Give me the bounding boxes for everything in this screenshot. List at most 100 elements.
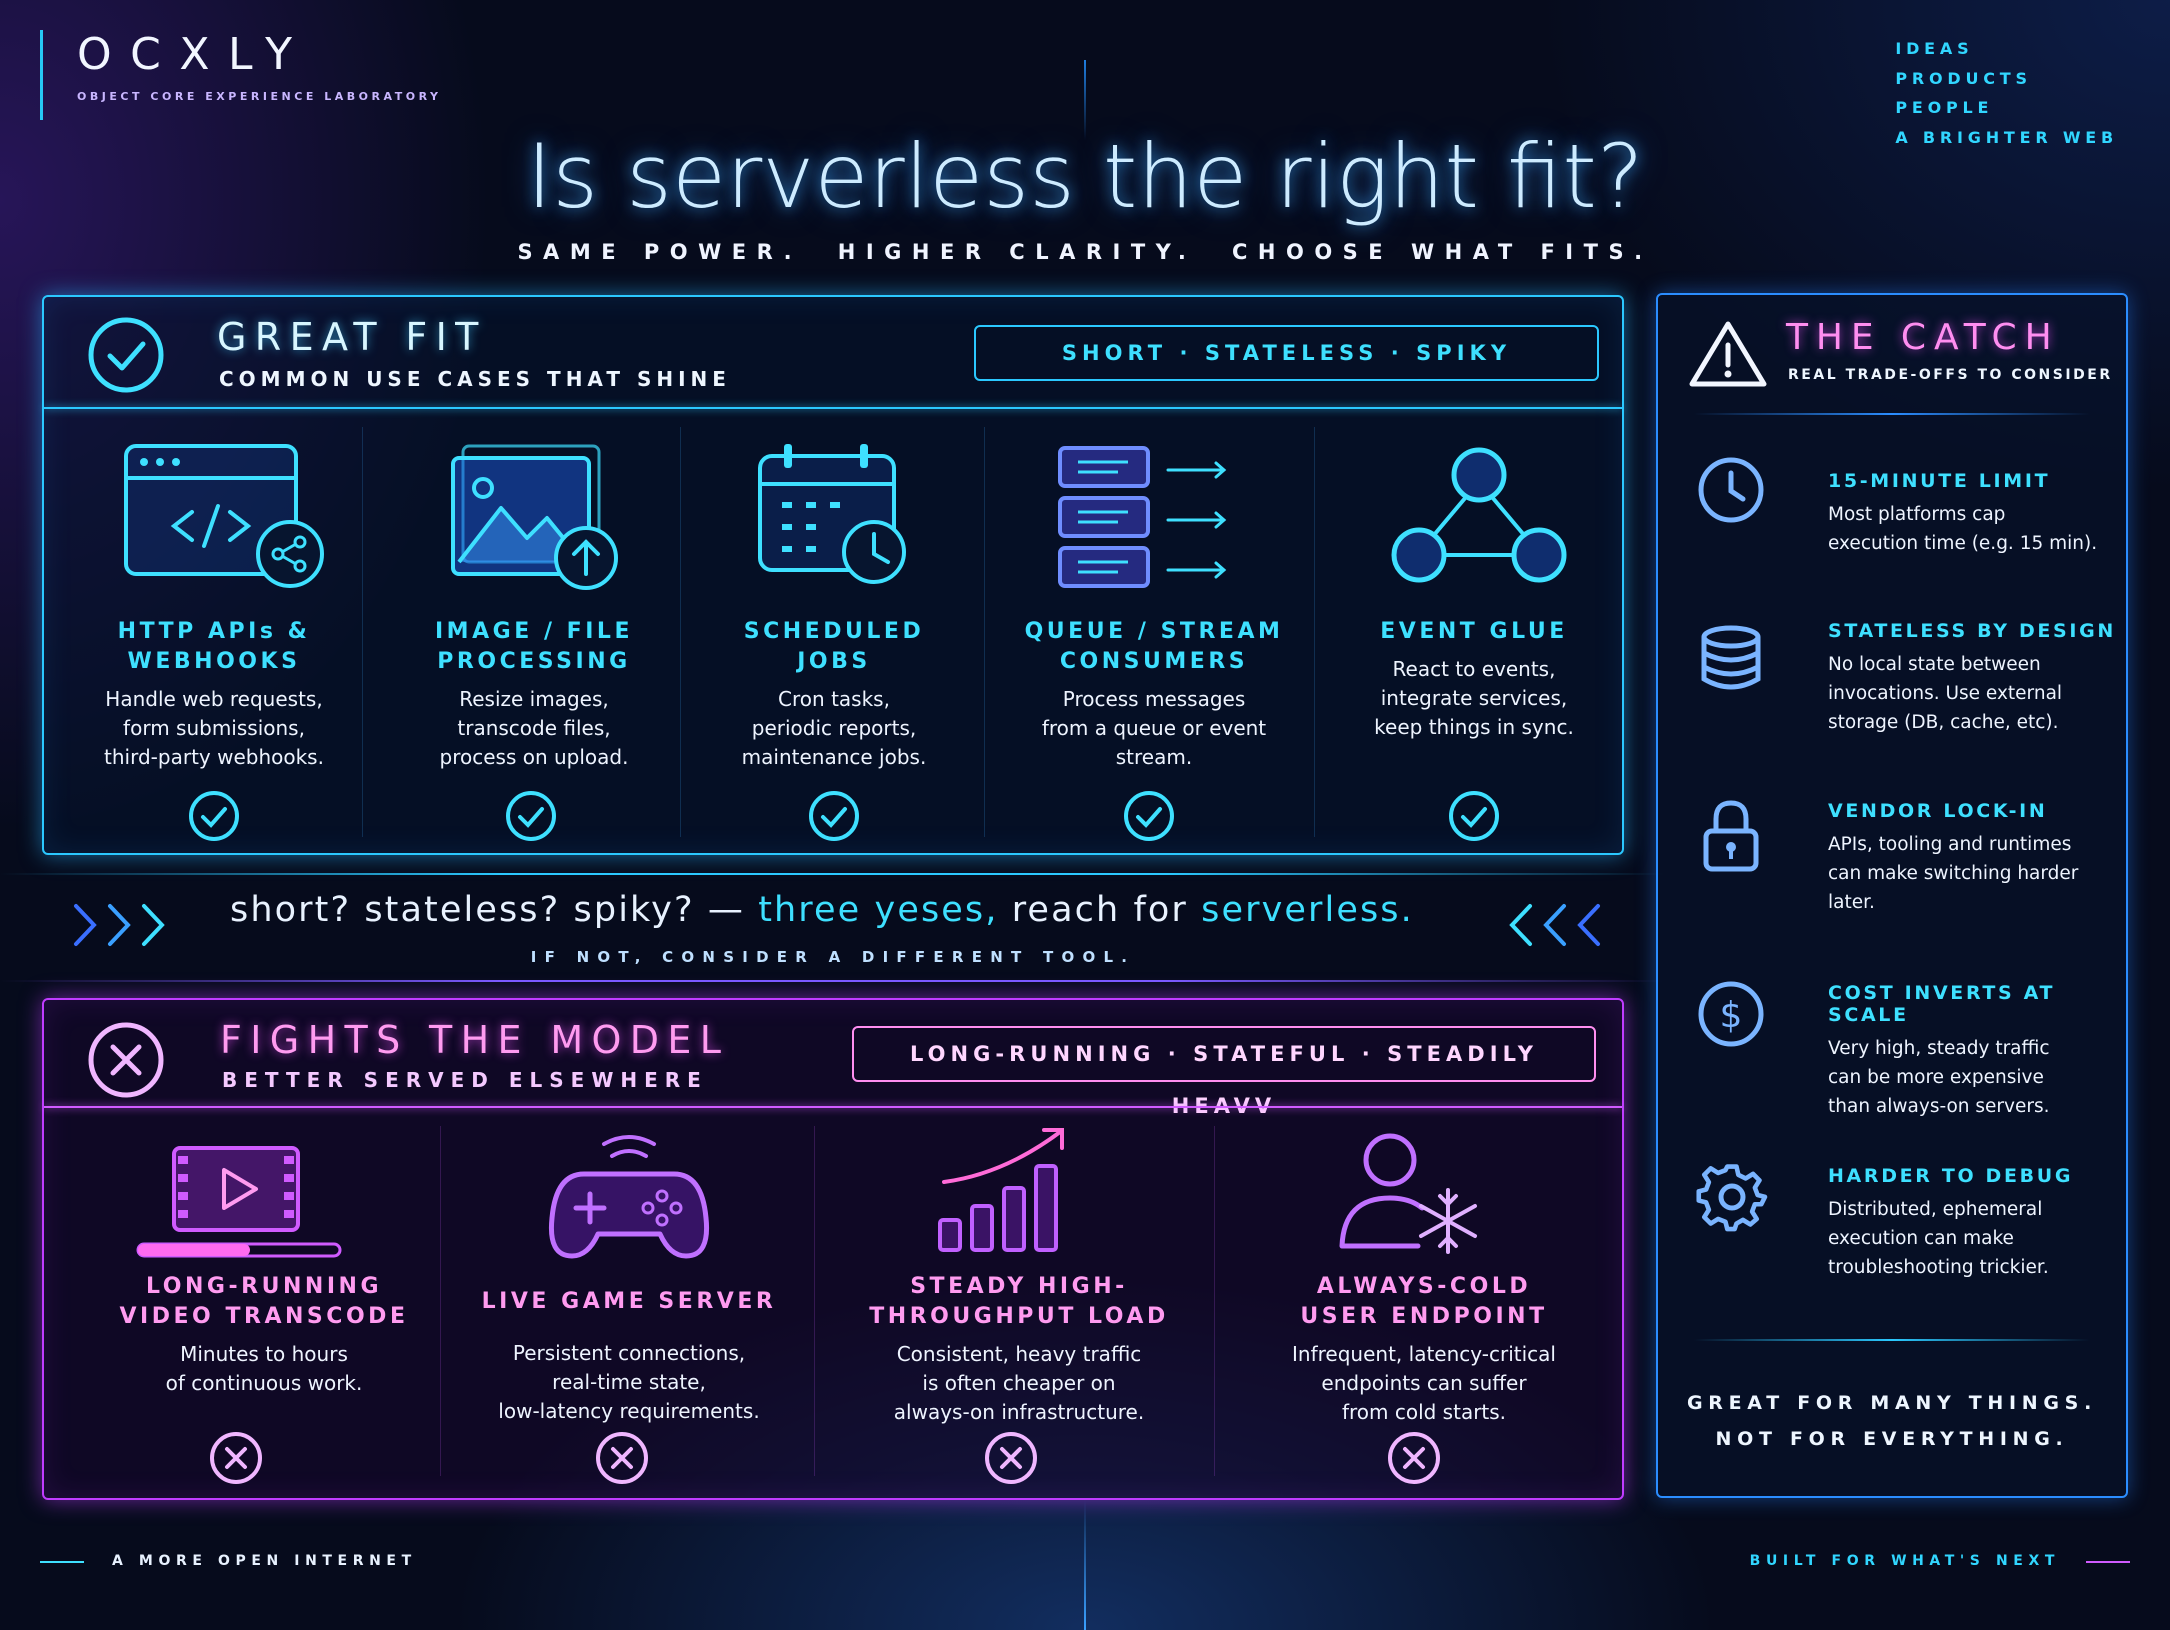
catch-item-stateless: STATELESS BY DESIGN No local state betwe…	[1828, 620, 2118, 737]
nav-item-brighter-web[interactable]: A BRIGHTER WEB	[1895, 127, 2118, 147]
banner-line-top	[0, 873, 1666, 875]
panel-divider	[1694, 1339, 2090, 1341]
catch-item-title: 15-MINUTE LIMIT	[1828, 470, 2051, 492]
column-divider	[984, 427, 985, 837]
check-circle-icon	[807, 789, 861, 843]
banner-subtext: IF NOT, CONSIDER A DIFFERENT TOOL.	[530, 948, 1136, 966]
banner-highlight: three yeses,	[758, 890, 999, 930]
user-snowflake-icon	[1334, 1128, 1484, 1258]
panel-divider	[1694, 413, 2090, 415]
x-circle-icon	[86, 1020, 166, 1100]
use-case-title: HTTP APIs &WEBHOOKS	[117, 619, 311, 674]
event-graph-icon	[1384, 445, 1574, 585]
panel-divider	[44, 1106, 1622, 1108]
catch-item-title: STATELESS BY DESIGN	[1828, 620, 2116, 642]
fights-model-panel: FIGHTS THE MODEL BETTER SERVED ELSEWHERE…	[42, 998, 1624, 1500]
code-window-share-icon	[122, 442, 332, 592]
check-circle-icon	[187, 789, 241, 843]
anti-case-title: STEADY HIGH-THROUGHPUT LOAD	[869, 1274, 1169, 1329]
clock-icon	[1696, 455, 1766, 529]
check-circle-icon	[504, 789, 558, 843]
column-divider	[440, 1126, 441, 1476]
gamepad-icon	[544, 1128, 714, 1268]
footer-right-text: BUILT FOR WHAT'S NEXT	[1749, 1553, 2060, 1569]
svg-text:$: $	[1720, 995, 1743, 1036]
catch-panel: THE CATCH REAL TRADE-OFFS TO CONSIDER 15…	[1656, 293, 2128, 1498]
gear-icon	[1696, 1161, 1768, 1237]
column-divider	[362, 427, 363, 837]
padlock-icon	[1696, 797, 1766, 877]
catch-item-title: VENDOR LOCK-IN	[1828, 800, 2048, 822]
anti-case-steady-load: STEADY HIGH-THROUGHPUT LOAD Consistent, …	[844, 1272, 1194, 1427]
catch-item-cost: COST INVERTS AT SCALE Very high, steady …	[1828, 982, 2118, 1121]
column-divider	[814, 1126, 815, 1476]
catch-footer: GREAT FOR MANY THINGS.NOT FOR EVERYTHING…	[1686, 1392, 2097, 1450]
database-icon	[1696, 623, 1766, 697]
use-case-event-glue: EVENT GLUE React to events,integrate ser…	[1339, 617, 1609, 742]
fights-title: FIGHTS THE MODEL	[220, 1018, 730, 1062]
nav-item-products[interactable]: PRODUCTS	[1895, 68, 2032, 88]
brand-block: OCXLY OBJECT CORE EXPERIENCE LABORATORY	[40, 30, 442, 120]
catch-item-title: HARDER TO DEBUG	[1828, 1165, 2074, 1187]
brand-name: OCXLY	[77, 29, 311, 80]
nav-item-people[interactable]: PEOPLE	[1895, 98, 1994, 117]
fights-subtitle: BETTER SERVED ELSEWHERE	[222, 1068, 708, 1092]
banner-middle: reach for	[998, 890, 1202, 930]
use-case-desc: React to events,integrate services,keep …	[1374, 657, 1574, 739]
top-nav: IDEAS PRODUCTS PEOPLE A BRIGHTER WEB	[1895, 34, 2118, 152]
accent-line-top	[1084, 60, 1086, 140]
great-fit-subtitle: COMMON USE CASES THAT SHINE	[219, 367, 731, 391]
anti-case-game-server: LIVE GAME SERVER Persistent connections,…	[464, 1287, 794, 1426]
use-case-title: EVENT GLUE	[1380, 619, 1568, 644]
banner-highlight: serverless.	[1201, 890, 1414, 930]
nav-item-ideas[interactable]: IDEAS	[1895, 39, 1974, 58]
x-circle-icon	[594, 1430, 650, 1486]
calendar-clock-icon	[756, 440, 916, 595]
x-circle-icon	[1386, 1430, 1442, 1486]
use-case-http-apis: HTTP APIs &WEBHOOKS Handle web requests,…	[84, 617, 344, 772]
queue-stack-icon	[1056, 444, 1246, 599]
image-upload-icon	[449, 442, 624, 597]
great-fit-title: GREAT FIT	[217, 315, 487, 359]
accent-line-bottom	[1084, 1500, 1086, 1630]
catch-item-title: COST INVERTS AT SCALE	[1828, 982, 2056, 1026]
fights-pill: LONG-RUNNING · STATEFUL · STEADILY HEAVV	[852, 1026, 1596, 1118]
anti-case-title: LIVE GAME SERVER	[481, 1289, 777, 1314]
page-title: Is serverless the right fit?	[526, 125, 1644, 228]
column-divider	[1314, 427, 1315, 837]
catch-subtitle: REAL TRADE-OFFS TO CONSIDER	[1788, 367, 2113, 383]
footer-accent-left	[40, 1561, 84, 1563]
footer-left-text: A MORE OPEN INTERNET	[112, 1553, 417, 1569]
banner-line-bottom	[0, 980, 1666, 982]
brand-tagline: OBJECT CORE EXPERIENCE LABORATORY	[77, 90, 442, 103]
use-case-desc: Handle web requests,form submissions,thi…	[104, 687, 324, 769]
video-film-icon	[134, 1144, 344, 1264]
x-circle-icon	[208, 1430, 264, 1486]
banner-question: short? stateless? spiky? —	[230, 890, 759, 930]
check-circle-icon	[1447, 789, 1501, 843]
chevrons-left-icon	[1500, 900, 1610, 950]
column-divider	[1214, 1126, 1215, 1476]
great-fit-panel: GREAT FIT COMMON USE CASES THAT SHINE SH…	[42, 295, 1624, 855]
catch-item-lock-in: VENDOR LOCK-IN APIs, tooling and runtime…	[1828, 800, 2118, 917]
banner-tagline: short? stateless? spiky? — three yeses, …	[230, 890, 1450, 930]
column-divider	[680, 427, 681, 837]
use-case-desc: Cron tasks,periodic reports,maintenance …	[741, 687, 927, 769]
dollar-icon: $	[1696, 979, 1766, 1053]
use-case-desc: Resize images,transcode files,process on…	[439, 687, 629, 769]
